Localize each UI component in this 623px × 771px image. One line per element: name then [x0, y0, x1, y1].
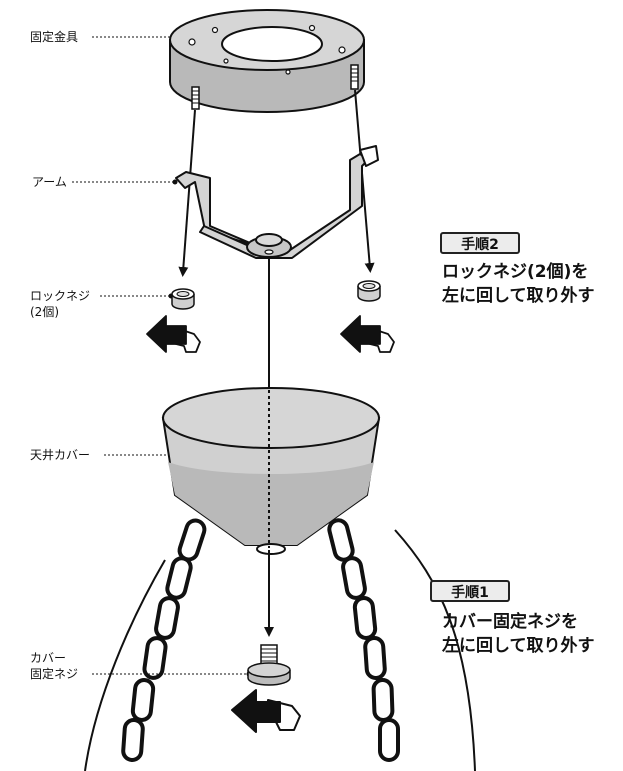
lock-screw-left: [171, 288, 195, 310]
label-arm: アーム: [32, 175, 67, 189]
arm: [175, 145, 379, 259]
counterclockwise-arrow-icon: [340, 315, 395, 353]
step2-line1: ロックネジ(2個)を: [442, 262, 589, 282]
label-cover-screw-line2: 固定ネジ: [30, 667, 79, 681]
chain-left: [121, 518, 207, 762]
down-arrow-icon: [178, 109, 196, 277]
cover-fixing-screw: [247, 644, 291, 686]
counterclockwise-arrow-icon: [146, 315, 201, 353]
step2-line2: 左に回して取り外す: [442, 286, 595, 306]
label-bracket: 固定金具: [30, 30, 79, 44]
counterclockwise-arrow-icon: [231, 689, 301, 733]
chain-right: [327, 518, 400, 762]
label-lock-screw-count: (2個): [30, 305, 59, 319]
step1-line1: カバー固定ネジを: [442, 612, 578, 632]
step2-badge: 手順2: [440, 232, 520, 254]
lock-screw-right: [357, 280, 381, 302]
label-ceiling-cover: 天井カバー: [30, 448, 91, 462]
power-cord: [394, 529, 476, 771]
step1-badge: 手順1: [430, 580, 510, 602]
label-cover-screw: カバー: [30, 651, 67, 665]
mounting-bracket: [169, 9, 365, 113]
ceiling-cover: [161, 387, 381, 555]
step1-line2: 左に回して取り外す: [442, 636, 595, 656]
label-lock-screw: ロックネジ: [30, 289, 91, 303]
